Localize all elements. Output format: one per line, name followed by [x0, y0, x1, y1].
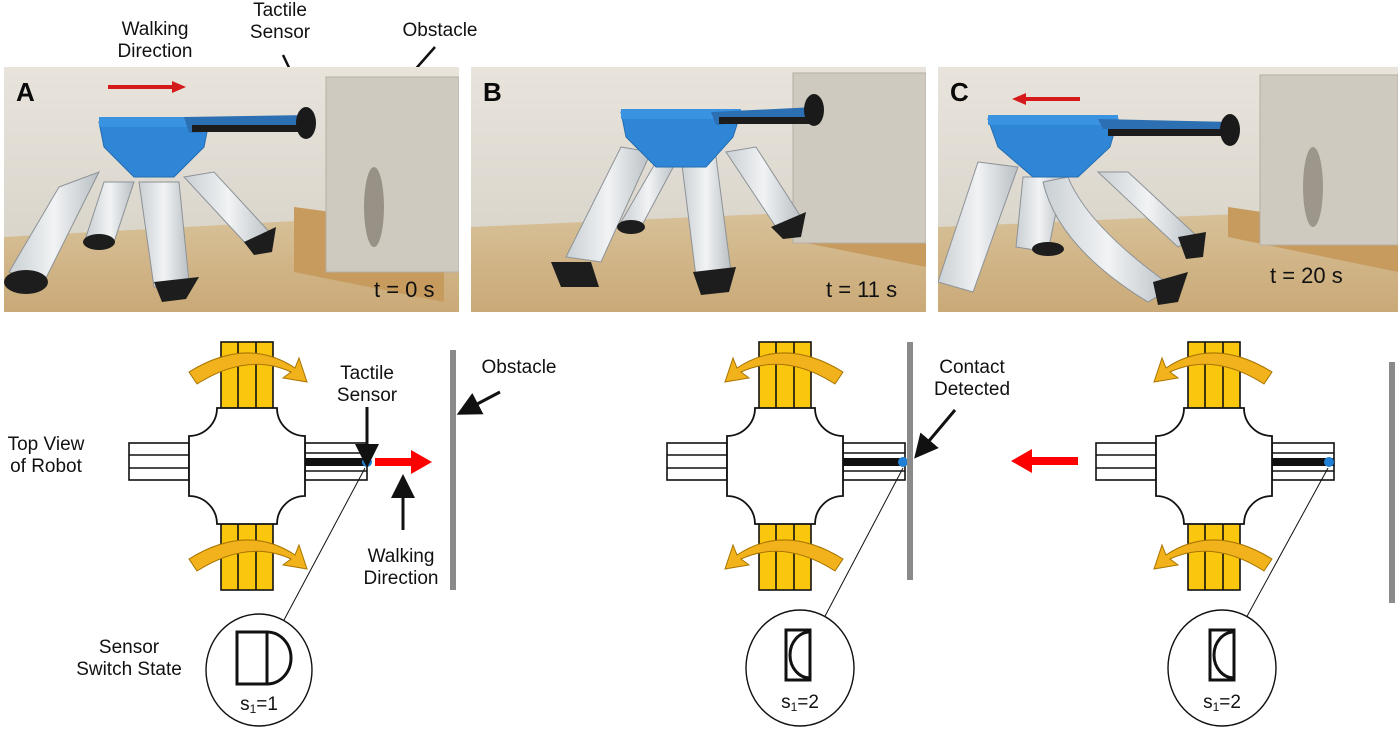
photo-walk-arrow-head: [172, 81, 186, 93]
tactile-sensor-label: Tactile Sensor: [240, 0, 320, 44]
tactile-sensor-line1: Tactile: [253, 0, 307, 21]
photo-panel-c: C t = 20 s: [938, 67, 1398, 312]
tactile-sensor-line2: Sensor: [249, 22, 311, 43]
tactile-label-line2: Sensor: [336, 385, 398, 406]
obstacle-pointer-a: [456, 390, 501, 415]
robot-label-line1: Top View: [7, 434, 85, 455]
panel-letter-a: A: [16, 77, 35, 107]
diagram-a: [128, 341, 501, 727]
switch-var: s: [781, 692, 791, 713]
switch-sub: 1: [790, 700, 798, 714]
robot-top-view-b: [666, 341, 908, 591]
panel-letter-c: C: [950, 77, 969, 107]
contact-label-line1: Contact: [939, 357, 1005, 378]
switch-value: =2: [797, 692, 819, 713]
walking-direction-line2: Direction: [117, 41, 193, 62]
time-label-a: t = 0 s: [374, 277, 435, 302]
tactile-sensor-label-diagram: Tactile Sensor: [332, 363, 402, 407]
walk-arrow-left-shaft: [1030, 457, 1078, 465]
walk-arrow-left-head: [1011, 449, 1032, 473]
photo-walk-arrow-head: [1012, 93, 1026, 105]
top-view-of-robot-label: Top View of Robot: [0, 434, 92, 478]
sensor-dot-c: [1324, 457, 1334, 467]
switch-state-line1: Sensor: [98, 637, 160, 658]
switch-state-caption-c: s1=2: [1182, 692, 1262, 718]
top-view-diagrams: [128, 341, 1395, 727]
switch-leader-line-c: [1244, 467, 1329, 621]
robot-photo-c: [938, 67, 1398, 312]
switch-sub: 1: [1212, 700, 1220, 714]
robot-photo-b: [471, 67, 926, 312]
walking-direction-label: Walking Direction: [100, 19, 210, 63]
time-label-b: t = 11 s: [826, 277, 898, 302]
contact-label-line2: Detected: [933, 379, 1011, 400]
robot-photo-a: [4, 67, 459, 312]
switch-sub: 1: [249, 702, 257, 716]
diagram-c: [1011, 341, 1395, 727]
switch-leader-line-a: [283, 467, 366, 621]
time-label-c: t = 20 s: [1270, 263, 1343, 288]
switch-var: s: [1203, 692, 1213, 713]
contact-pointer-b: [914, 409, 957, 459]
obstacle-wall-c: [1389, 362, 1395, 603]
obstacle-label-top: Obstacle: [402, 20, 478, 41]
obstacle-label-diagram: Obstacle: [481, 357, 557, 378]
switch-leader-line-b: [822, 467, 904, 621]
robot-top-view-c: [1095, 341, 1335, 591]
obstacle-wall-b: [907, 342, 913, 580]
walking-direction-line1: Walking: [121, 19, 189, 40]
sensor-switch-state-label: Sensor Switch State: [64, 637, 194, 681]
walking-direction-label-diagram: Walking Direction: [356, 546, 446, 590]
photo-panel-a: A t = 0 s: [4, 67, 459, 312]
switch-icon-pressed-c: [1208, 628, 1236, 682]
robot-label-line2: of Robot: [10, 456, 82, 477]
walk-arrow-right-head: [411, 450, 432, 474]
switch-value: =1: [256, 694, 278, 715]
switch-state-line2: Switch State: [76, 659, 182, 680]
walk-arrow-right-shaft: [375, 458, 413, 466]
walking-label-line1: Walking: [367, 546, 435, 567]
sensor-dot-b: [898, 457, 908, 467]
switch-icon-open: [235, 630, 293, 686]
switch-icon-pressed-b: [784, 628, 812, 682]
panel-letter-b: B: [483, 77, 502, 107]
switch-var: s: [240, 694, 250, 715]
switch-state-caption-a: s1=1: [219, 694, 299, 720]
switch-value: =2: [1219, 692, 1241, 713]
obstacle-wall-a: [450, 350, 456, 590]
photo-panel-b: B t = 11 s: [471, 67, 926, 312]
switch-state-caption-b: s1=2: [760, 692, 840, 718]
tactile-label-line1: Tactile: [340, 363, 394, 384]
diagram-b: [666, 341, 957, 727]
contact-detected-label: Contact Detected: [922, 357, 1022, 401]
walking-label-line2: Direction: [363, 568, 439, 589]
